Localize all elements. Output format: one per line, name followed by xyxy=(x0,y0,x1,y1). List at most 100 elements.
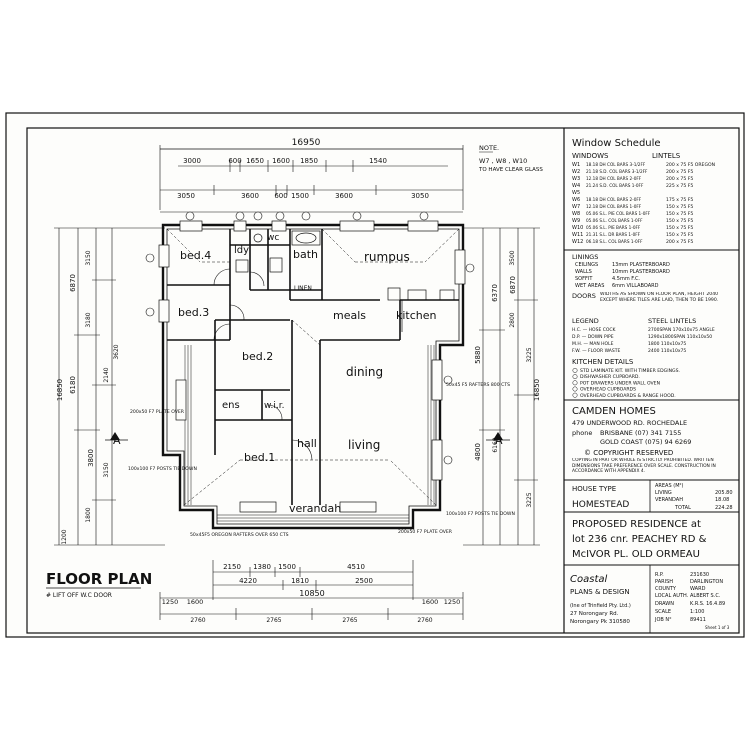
room-label-wir: w.i.r. xyxy=(264,401,285,411)
window-row-lintel: 150 x 75 F5 xyxy=(666,204,693,210)
dim-bottom-3-4: 1250 xyxy=(444,598,461,606)
plan-subtitle: # LIFT OFF W.C DOOR xyxy=(46,592,112,599)
section-marker-right: A xyxy=(486,432,510,447)
window-row-lintel: 200 x 75 F5 xyxy=(666,239,693,245)
legend-title: LEGEND xyxy=(572,317,599,325)
room-label-meals: meals xyxy=(333,309,366,322)
room-label-dining: dining xyxy=(346,365,383,379)
dim-bottom-4-1: 2760 xyxy=(190,617,205,624)
dim-top-1: 3000 xyxy=(183,157,201,165)
window-row-lintel: 200 x 75 F5 xyxy=(666,169,693,175)
kitchen-detail-bullet xyxy=(572,380,578,386)
window-row-lintel: 200 x 75 F5 xyxy=(666,176,693,182)
dim-right-inner-2: 2800 xyxy=(509,312,516,327)
annot-plate2: 200x50 F7 PLATE OVER xyxy=(398,529,453,535)
kitchen-detail-item: OVERHEAD CUPBOARDS & RANGE HOOD. xyxy=(580,393,676,399)
kitchen-fixtures xyxy=(387,287,455,332)
room-label-ens: ens xyxy=(222,400,240,411)
top-dimensions xyxy=(159,145,464,213)
dim-overall-top: 16950 xyxy=(292,138,321,148)
steel-item-1: 1290x1800SPAN 110x10x50 xyxy=(648,334,712,340)
dim-bottom-1-3: 1500 xyxy=(278,563,296,571)
dim-right-inner-5: 3225 xyxy=(526,492,533,507)
steel-item-3: 2400 110x10x75 xyxy=(648,348,686,354)
window-row-lintel: 150 x 75 F5 xyxy=(666,225,693,231)
room-label-rumpus: rumpus xyxy=(364,250,410,264)
room-label-verandah: verandah xyxy=(289,502,341,515)
dim-bottom-4-4: 2760 xyxy=(417,617,432,624)
local-auth-label: LOCAL AUTH. xyxy=(655,593,689,599)
window-row-id: W5 xyxy=(572,190,580,196)
areas-label: AREAS (M²) xyxy=(655,483,684,489)
section-label-right: A xyxy=(495,434,503,447)
legend-item-2: M.H. — MAN HOLE xyxy=(572,341,614,347)
bath-fixtures xyxy=(235,230,321,273)
copyright-text: COPYING IN PART OR WHOLE IS STRICTLY PRO… xyxy=(572,458,716,475)
dim-left-inner-4: 2140 xyxy=(103,367,110,382)
legend-item-3: F.W. — FLOOR WASTE xyxy=(572,348,620,354)
area-verandah-label: VERANDAH xyxy=(655,497,683,503)
copyright-text-box: COPYING IN PART OR WHOLE IS STRICTLY PRO… xyxy=(572,458,716,475)
dim-right-mid-3: 5880 xyxy=(474,346,482,364)
proposed-line-3: McIVOR PL. OLD ORMEAU xyxy=(572,549,700,560)
dim-left-mid-1: 6870 xyxy=(69,274,77,292)
steel-item-2: 1800 110x10x75 xyxy=(648,341,686,347)
window-row-spec: 12.18 DH COL BARS 1-0FF xyxy=(586,204,642,209)
annot-rafters: 50x45 F5 RAFTERS 800 CTS xyxy=(446,382,510,388)
room-label-bed1: bed.1 xyxy=(244,451,275,464)
kitchen-detail-item: DISHWASHER CUPBOARD. xyxy=(580,374,640,380)
dim-top2-1: 3050 xyxy=(177,192,195,200)
kitchen-detail-item: STD LAMINATE KIT. WITH TIMBER EDGINGS. xyxy=(580,368,680,374)
room-label-bed3: bed.3 xyxy=(178,306,209,319)
dim-left-mid-2: 6180 xyxy=(69,376,77,394)
annot-posts: 100x100 F7 POSTS TIE DOWN xyxy=(128,466,197,472)
window-row-lintel: 175 x 75 F5 xyxy=(666,197,693,203)
note-line-1: W7 , W8 , W10 xyxy=(479,157,527,165)
company-phone-label: phone xyxy=(572,429,592,437)
window-row-id: W10 xyxy=(572,225,583,231)
dim-right-overall: 16850 xyxy=(533,379,541,401)
sheet-number: Sheet 1 of 3 xyxy=(705,625,730,630)
bottom-dimensions xyxy=(159,560,464,620)
scale-label: SCALE xyxy=(655,609,671,615)
window-row-lintel: 225 x 75 F5 xyxy=(666,183,693,189)
dim-bottom-4-2: 2765 xyxy=(266,617,281,624)
dim-right-inner-4: 6160 xyxy=(492,437,499,452)
company-name: CAMDEN HOMES xyxy=(572,406,656,417)
sheet-border xyxy=(5,112,745,638)
dim-top-5: 1850 xyxy=(300,157,318,165)
lining-value-0: 13mm PLASTERBOARD xyxy=(612,262,670,268)
windows xyxy=(158,220,466,513)
area-living-value: 205.80 xyxy=(715,490,733,496)
window-row-lintel: 200 x 75 F5 OREGON xyxy=(666,162,715,168)
lining-label-2: SOFFIT xyxy=(575,276,593,282)
window-row-id: W3 xyxy=(572,176,580,182)
window-row-lintel: 150 x 75 F5 xyxy=(666,218,693,224)
dim-left-inner-6: 1800 xyxy=(85,507,92,522)
local-auth-value: ALBERT S.C. xyxy=(690,593,721,599)
section-marker-left: A xyxy=(105,432,128,447)
kitchen-details-title: KITCHEN DETAILS xyxy=(572,358,634,366)
job-value: 89411 xyxy=(690,617,706,623)
dim-left-inner-7: 1200 xyxy=(61,529,68,544)
room-label-wc: wc xyxy=(267,233,279,243)
drawing-frame xyxy=(26,127,740,634)
legend-item-0: H.C. — HOSE COCK xyxy=(572,327,617,333)
parish-value: DARLINGTON xyxy=(690,579,723,585)
company-phone-2: GOLD COAST (075) 94 6269 xyxy=(600,438,691,446)
dim-bottom-3-1: 1250 xyxy=(162,598,179,606)
rp-label: R.P. xyxy=(655,572,664,578)
steel-lintels-title: STEEL LINTELS xyxy=(648,317,696,325)
dim-left-inner-1: 3150 xyxy=(85,250,92,265)
lining-value-2: 4.5mm F.C. xyxy=(612,276,640,282)
roof-hip-lines xyxy=(166,228,460,506)
firm-name: Coastal xyxy=(570,574,607,585)
dim-right-inner-1: 3500 xyxy=(509,250,516,265)
window-row-id: W11 xyxy=(572,232,583,238)
kitchen-detail-bullet xyxy=(572,374,578,380)
company-phone-1: BRISBANE (07) 341 7155 xyxy=(600,429,681,437)
lining-value-1: 10mm PLASTERBOARD xyxy=(612,269,670,275)
window-row-spec: 12.18 DH COL BARS 2-0FF xyxy=(586,176,642,181)
